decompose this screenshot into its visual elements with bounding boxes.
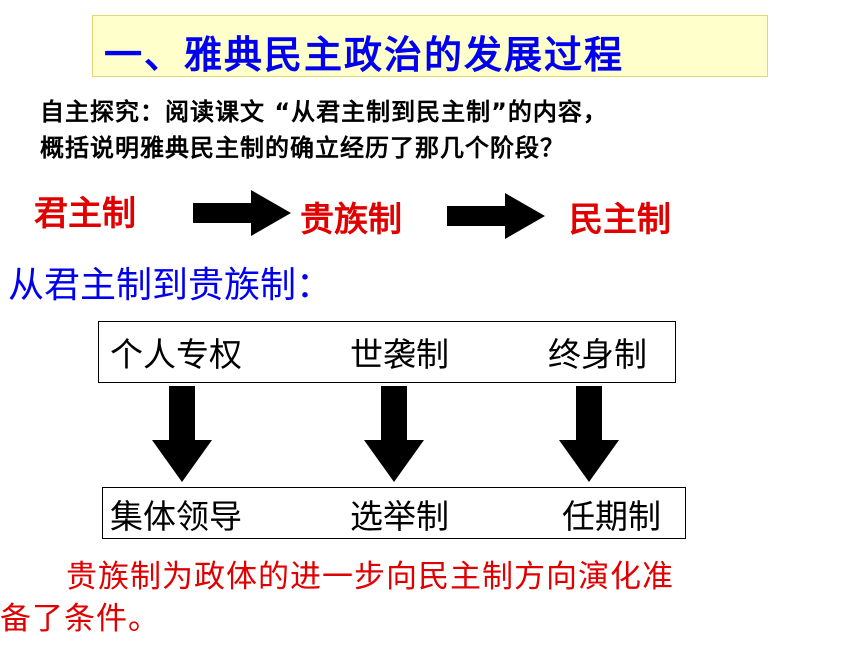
down-arrow-icon: [152, 386, 212, 482]
to-cell-collective-leadership: 集体领导: [110, 497, 242, 536]
to-row-box: [102, 487, 686, 539]
subheading: 从君主制到贵族制：: [8, 265, 333, 306]
stage-aristocracy: 贵族制: [300, 200, 402, 240]
conclusion-line-1: 贵族制为政体的进一步向民主制方向演化准: [66, 559, 674, 595]
question-line-1: 自主探究：阅读课文 “从君主制到民主制”的内容，: [40, 98, 608, 126]
to-cell-election: 选举制: [350, 497, 449, 536]
question-line-2: 概括说明雅典民主制的确立经历了那几个阶段？: [40, 134, 565, 162]
from-cell-personal-rule: 个人专权: [110, 335, 242, 374]
slide-title: 一、雅典民主政治的发展过程: [104, 33, 625, 77]
stage-democracy: 民主制: [569, 200, 671, 240]
down-arrow-icon: [364, 386, 424, 482]
title-box: [92, 15, 768, 77]
stage-monarchy: 君主制: [34, 194, 136, 234]
from-row-box: [98, 321, 676, 383]
right-arrow-icon: [447, 193, 545, 239]
down-arrow-icon: [559, 386, 619, 482]
right-arrow-icon: [193, 190, 291, 236]
from-cell-hereditary: 世袭制: [350, 335, 449, 374]
from-cell-lifelong: 终身制: [548, 335, 647, 374]
to-cell-term-limit: 任期制: [562, 497, 661, 536]
conclusion-line-2: 备了条件。: [0, 601, 160, 637]
